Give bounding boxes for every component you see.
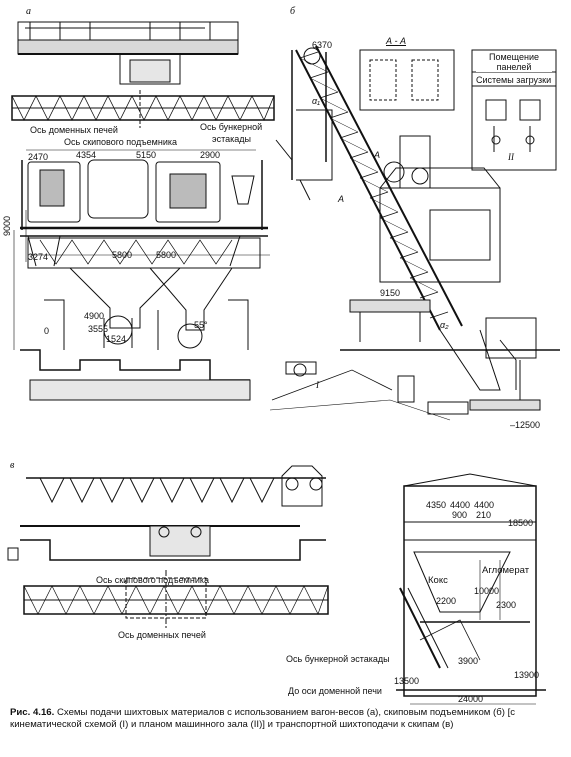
bunker-axis-label-1: Ось бункерной xyxy=(200,122,263,132)
coke-label: Кокс xyxy=(428,575,448,586)
dim-4350: 4350 xyxy=(426,500,447,510)
caption-text: Схемы подачи шихтовых материалов с испол… xyxy=(10,707,516,730)
loading-systems-label: Системы загрузки xyxy=(476,75,552,85)
dim-6370: 6370 xyxy=(312,40,333,50)
panel-b-drawing xyxy=(269,45,560,421)
section-a-a-label: А - А xyxy=(386,36,407,46)
room-panels-label: Помещение панелей xyxy=(476,52,552,72)
dim-9000: 9000 xyxy=(2,215,12,236)
dim-minus-12500: –12500 xyxy=(510,420,541,430)
blast-furnace-axis-label-c: Ось доменных печей xyxy=(118,630,206,640)
alpha-2-label: α₂ xyxy=(440,320,449,330)
dim-18500: 18500 xyxy=(508,518,534,528)
dim-13500: 13500 xyxy=(394,676,420,686)
dim-3274: 3274 xyxy=(28,252,49,262)
dim-9150: 9150 xyxy=(380,288,401,298)
panel-a-letter: а xyxy=(26,6,31,17)
dim-3900: 3900 xyxy=(458,656,479,666)
dim-2300: 2300 xyxy=(496,600,517,610)
dim-210: 210 xyxy=(476,510,492,520)
roman-ii-label: II xyxy=(508,152,514,162)
dim-1524: 1524 xyxy=(106,334,127,344)
dim-5800-right: 5800 xyxy=(156,250,177,260)
dim-13900: 13900 xyxy=(514,670,540,680)
dim-5800-left: 5800 xyxy=(112,250,133,260)
agglomerate-label: Агломерат xyxy=(482,565,530,576)
dim-4354: 4354 xyxy=(76,150,97,160)
mark-a-lower: А xyxy=(338,194,345,204)
dim-3555: 3555 xyxy=(88,324,109,334)
room-panels-line2: панелей xyxy=(496,62,532,72)
dim-2200: 2200 xyxy=(436,596,457,606)
roman-i-label: I xyxy=(316,380,319,390)
dim-10000: 10000 xyxy=(474,586,500,596)
skip-hoist-axis-label-c: Ось скипового подъемника xyxy=(96,575,210,585)
mark-a-upper: А xyxy=(374,150,381,160)
bunker-trestle-axis-label: Ось бункерной эстакады xyxy=(286,654,390,664)
figure-caption: Рис. 4.16. Схемы подачи шихтовых материа… xyxy=(10,707,562,731)
panel-c-letter: в xyxy=(10,460,15,471)
room-panels-line1: Помещение xyxy=(489,52,539,62)
alpha-1-label: α₁ xyxy=(312,96,320,106)
dim-2900: 2900 xyxy=(200,150,221,160)
bunker-axis-label-2: эстакады xyxy=(212,134,251,144)
angle-55: 55° xyxy=(194,320,208,330)
caption-title: Рис. 4.16. xyxy=(10,707,55,718)
to-blast-furnace-axis-label: До оси доменной печи xyxy=(288,686,382,696)
dim-900: 900 xyxy=(452,510,468,520)
dim-4400-a: 4400 xyxy=(450,500,471,510)
dim-2470: 2470 xyxy=(28,152,49,162)
skip-hoist-axis-label: Ось скипового подъемника xyxy=(64,137,178,147)
zero-level: 0 xyxy=(44,326,50,336)
blast-furnace-axis-label: Ось доменных печей xyxy=(30,125,118,135)
panel-a-drawing xyxy=(11,21,275,401)
dim-5150: 5150 xyxy=(136,150,157,160)
dim-24000: 24000 xyxy=(458,694,484,704)
panel-c-drawing xyxy=(7,465,546,705)
dim-4400-b: 4400 xyxy=(474,500,495,510)
panel-b-letter: б xyxy=(290,6,296,17)
dim-4900: 4900 xyxy=(84,311,105,321)
